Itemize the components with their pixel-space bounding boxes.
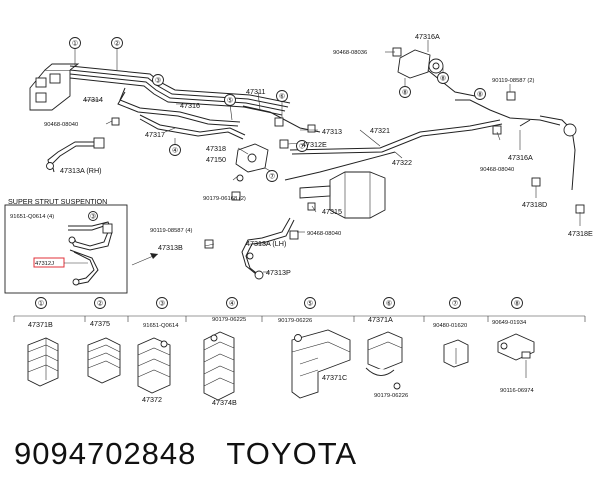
svg-text:90179-06225: 90179-06225 (212, 317, 246, 323)
svg-text:47318E: 47318E (568, 229, 593, 238)
svg-text:90119-08587 (2): 90119-08587 (2) (492, 78, 535, 84)
svg-text:90468-08040: 90468-08040 (44, 122, 78, 128)
svg-text:②: ② (114, 40, 120, 48)
svg-text:90119-08587 (4): 90119-08587 (4) (150, 228, 193, 234)
svg-text:⑧: ⑧ (402, 89, 408, 97)
svg-text:91651-Q0614 (4): 91651-Q0614 (4) (10, 214, 54, 220)
main-pipe-bundle (69, 65, 321, 140)
svg-text:47316: 47316 (180, 101, 200, 110)
rear-cylinder (299, 171, 386, 219)
svg-text:⑤: ⑤ (227, 97, 233, 105)
svg-text:90468-08040: 90468-08040 (307, 231, 341, 237)
svg-text:47374B: 47374B (212, 398, 237, 407)
front-rh-hose (46, 137, 105, 173)
svg-text:47371C: 47371C (322, 373, 347, 382)
svg-text:④: ④ (172, 147, 178, 155)
svg-text:①: ① (72, 40, 78, 48)
svg-text:47312E: 47312E (302, 140, 327, 149)
svg-text:47313: 47313 (322, 127, 342, 136)
svg-text:47322: 47322 (392, 158, 412, 167)
svg-text:⑤: ⑤ (307, 300, 313, 308)
svg-text:47375: 47375 (90, 319, 110, 328)
svg-text:90179-06168 (2): 90179-06168 (2) (203, 196, 246, 202)
svg-text:⑧: ⑧ (440, 75, 446, 83)
clamp-47372 (137, 337, 171, 394)
svg-text:90468-08040: 90468-08040 (480, 167, 514, 173)
svg-text:47371B: 47371B (28, 320, 53, 329)
svg-text:47316A: 47316A (508, 153, 533, 162)
clamp-47374B (203, 331, 235, 401)
svg-text:47311: 47311 (246, 87, 265, 96)
svg-text:SUPER STRUT SUSPENTION: SUPER STRUT SUSPENTION (8, 197, 107, 206)
svg-text:90468-08036: 90468-08036 (333, 50, 367, 56)
svg-text:47371A: 47371A (368, 315, 393, 324)
svg-text:47312J: 47312J (35, 261, 54, 267)
main-labels: 47314 90468-08040 47316 47317 47313A (RH… (44, 32, 593, 277)
svg-text:④: ④ (229, 300, 235, 308)
clamp-90649-01934 (497, 333, 535, 378)
svg-text:47316A: 47316A (415, 32, 440, 41)
part-number: 9094702848 (14, 436, 197, 471)
footer-caption: 9094702848 TOYOTA (14, 436, 387, 472)
svg-text:90179-06226: 90179-06226 (278, 318, 312, 324)
svg-text:90480-01620: 90480-01620 (433, 323, 467, 329)
svg-text:47321: 47321 (370, 126, 390, 135)
svg-text:47313A (RH): 47313A (RH) (60, 166, 102, 175)
svg-text:⑥: ⑥ (279, 93, 285, 101)
svg-text:91651-Q0614: 91651-Q0614 (143, 323, 179, 329)
clamp-90480-01620 (443, 339, 469, 368)
svg-text:47314: 47314 (83, 95, 103, 104)
svg-text:47372: 47372 (142, 395, 162, 404)
ref-circles-main: ① ② ③ ④ ⑤ ⑥ ⑦ ⑧ ⑧ ⑧ ⑦ (69, 37, 486, 182)
svg-text:47315: 47315 (322, 207, 342, 216)
svg-text:47150: 47150 (206, 155, 226, 164)
svg-text:①: ① (38, 300, 44, 308)
svg-text:47317: 47317 (145, 130, 165, 139)
clamp-table: ① ② ③ ④ ⑤ ⑥ ⑦ ⑧ 47371B 47375 91651-Q0614… (13, 297, 586, 407)
svg-text:③: ③ (155, 77, 161, 85)
rear-lh-hose (241, 217, 295, 280)
svg-text:⑦: ⑦ (452, 300, 458, 308)
clamp-47371B (27, 337, 59, 387)
brake-line-diagram: ① ② ③ ④ ⑤ ⑥ ⑦ ⑧ ⑧ ⑧ ⑦ 47314 90468-08040 … (4, 32, 593, 407)
master-cylinder-block (29, 63, 80, 111)
svg-text:47313B: 47313B (158, 243, 183, 252)
svg-text:90116-06974: 90116-06974 (500, 388, 535, 394)
clamp-47371A (365, 331, 403, 390)
svg-text:47313P: 47313P (266, 268, 291, 277)
svg-text:②: ② (97, 300, 103, 308)
svg-text:90179-06226: 90179-06226 (374, 393, 408, 399)
svg-text:③: ③ (159, 300, 165, 308)
svg-text:⑥: ⑥ (386, 300, 392, 308)
svg-text:⑦: ⑦ (269, 173, 275, 181)
rear-rh-fitting (397, 49, 444, 79)
svg-text:90649-01934: 90649-01934 (492, 320, 527, 326)
svg-text:③: ③ (90, 213, 96, 221)
svg-text:⑧: ⑧ (514, 300, 520, 308)
inset-super-strut: SUPER STRUT SUSPENTION 91651-Q0614 (4) ③… (4, 197, 159, 294)
svg-text:47313A (LH): 47313A (LH) (246, 239, 286, 248)
clamp-47371C (291, 329, 351, 399)
proportioning-valve (235, 143, 269, 182)
svg-text:⑦: ⑦ (299, 143, 305, 151)
svg-text:⑧: ⑧ (477, 91, 483, 99)
svg-text:47318D: 47318D (522, 200, 547, 209)
svg-text:47318: 47318 (206, 144, 226, 153)
brand-name: TOYOTA (226, 436, 358, 471)
fittings (111, 47, 585, 249)
clamp-47375 (87, 337, 121, 384)
